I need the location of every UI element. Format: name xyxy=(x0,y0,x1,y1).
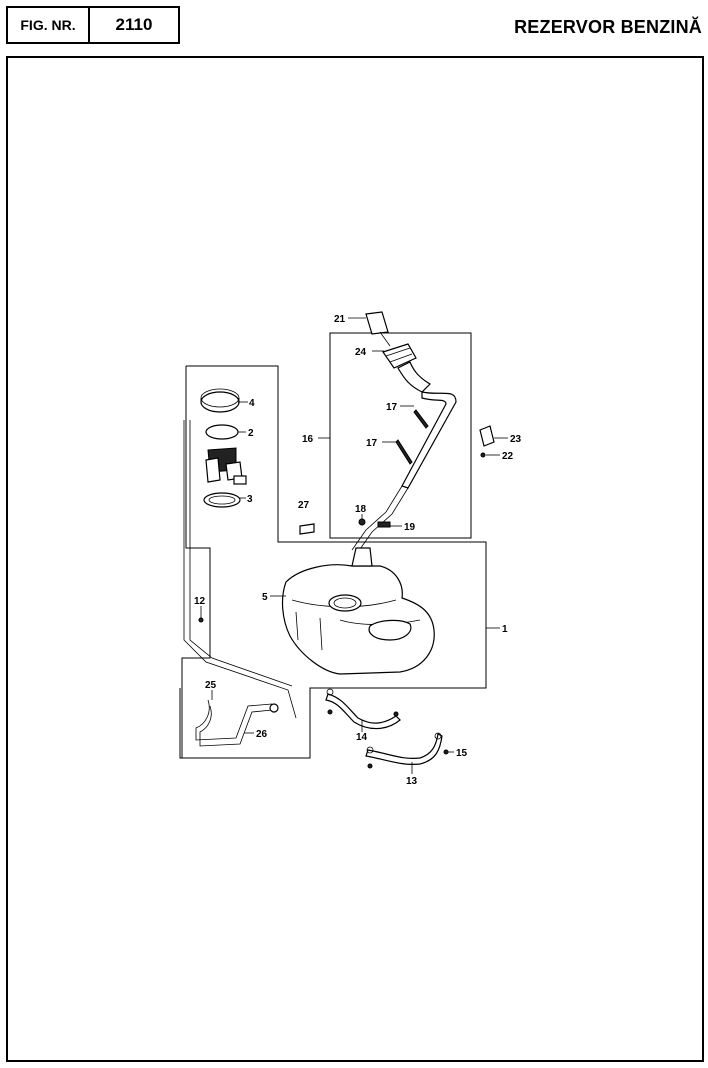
callout-5: 5 xyxy=(262,592,268,603)
tank-straps xyxy=(325,688,443,765)
filler-neck-group-outline xyxy=(329,332,472,539)
figure-number: 2110 xyxy=(115,15,153,34)
filler-bracket xyxy=(479,425,495,447)
bolt-17a xyxy=(413,409,429,429)
page-title: REZERVOR BENZINĂ xyxy=(514,17,702,37)
clamp-19 xyxy=(377,521,391,528)
callout-18: 18 xyxy=(355,504,367,515)
fuel-lines xyxy=(183,420,297,747)
callout-27: 27 xyxy=(298,500,310,511)
callout-17b: 17 xyxy=(366,438,378,449)
clip-part xyxy=(299,523,315,535)
callout-17a: 17 xyxy=(386,402,398,413)
callout-1: 1 xyxy=(502,624,508,635)
filler-neck xyxy=(351,311,457,553)
bolt-14b xyxy=(393,711,399,717)
bolt-13 xyxy=(367,763,373,769)
figure-label: FIG. NR. xyxy=(8,8,90,42)
callout-25: 25 xyxy=(205,680,217,691)
callout-4: 4 xyxy=(249,398,255,409)
bolt-15 xyxy=(443,749,449,755)
fuel-tank xyxy=(281,547,435,675)
callout-21: 21 xyxy=(334,314,346,325)
callout-14: 14 xyxy=(356,732,368,743)
callout-24: 24 xyxy=(355,347,367,358)
callout-13: 13 xyxy=(406,776,418,787)
diagram-frame xyxy=(6,56,704,1062)
screw-22 xyxy=(480,452,486,458)
leader-lines xyxy=(200,317,508,774)
callout-22: 22 xyxy=(502,451,514,462)
callout-19: 19 xyxy=(404,522,416,533)
callout-26: 26 xyxy=(256,729,268,740)
callout-23: 23 xyxy=(510,434,522,445)
callout-3: 3 xyxy=(247,494,253,505)
screw-12 xyxy=(198,617,204,623)
figure-number-box: FIG. NR. 2110 xyxy=(6,6,180,44)
callout-15: 15 xyxy=(456,748,468,759)
callout-12: 12 xyxy=(194,596,206,607)
line-group-outline xyxy=(179,688,310,759)
bolt-17b xyxy=(395,439,413,465)
bolt-14a xyxy=(327,709,333,715)
callout-16: 16 xyxy=(302,434,314,445)
fuel-pump-module xyxy=(200,388,247,508)
callout-2: 2 xyxy=(248,428,254,439)
